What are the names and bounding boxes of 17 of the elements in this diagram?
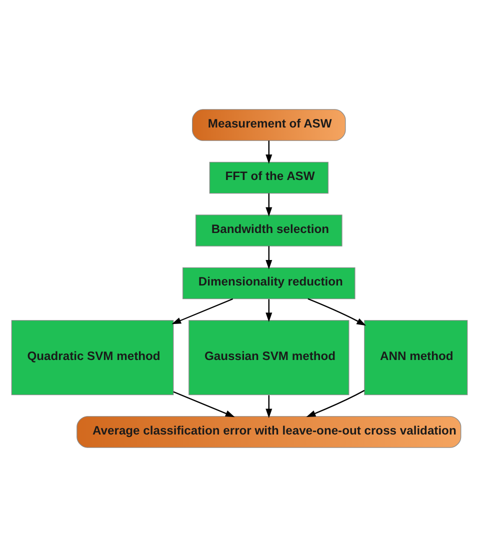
node-box: Bandwidth selection	[196, 214, 342, 246]
arrow	[306, 389, 365, 417]
node-box: Average classification error with leave-one-out cross validation	[76, 416, 462, 448]
node-box: FFT of the ASW	[209, 161, 328, 194]
arrow	[172, 298, 234, 324]
arrow	[266, 192, 272, 216]
node-box: ANN method	[364, 320, 468, 395]
node-box: Gaussian SVM method	[188, 320, 350, 395]
arrow	[173, 390, 235, 417]
node-box: Measurement of ASW	[192, 108, 346, 140]
node-box: Dimensionality reduction	[182, 266, 356, 299]
node-box: Quadratic SVM method	[11, 320, 174, 395]
arrow	[266, 246, 272, 269]
arrow	[266, 140, 272, 164]
arrow	[308, 298, 366, 326]
arrow	[266, 298, 272, 322]
arrow	[266, 394, 272, 418]
